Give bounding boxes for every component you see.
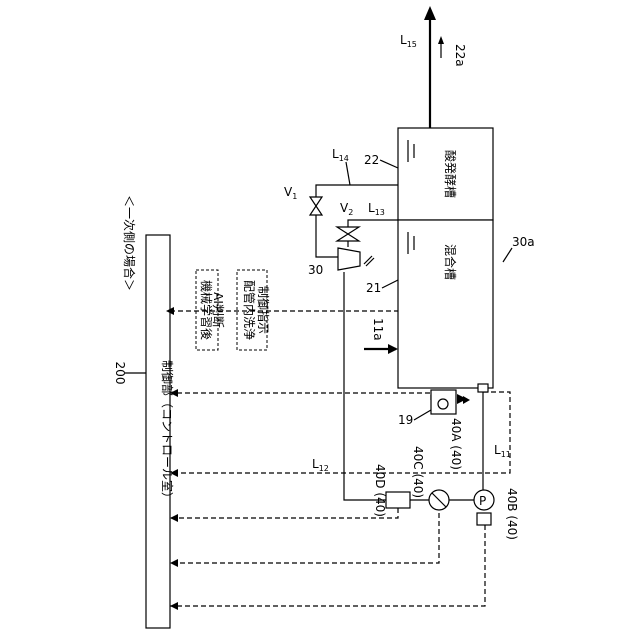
sensor-40D-label: 40D (40) <box>373 464 387 517</box>
sensor-40A-label: 40A (40) <box>449 418 463 470</box>
flow-11a-head <box>388 344 398 354</box>
valve-V1-label: V1 <box>284 185 297 201</box>
tank-group-mark <box>503 248 512 262</box>
valve-V2-label: V2 <box>340 201 353 217</box>
line-L14-leader <box>346 162 350 185</box>
sensor-40B-icon <box>477 513 491 525</box>
signal-line-40B <box>170 525 485 606</box>
tank-fermentation-label: 酸発酵槽 <box>443 150 458 198</box>
valve-V2-icon <box>337 227 359 241</box>
line-L13 <box>348 220 398 247</box>
compressor-ref: 30 <box>308 263 323 277</box>
flow-11a-label: 11a <box>371 318 385 341</box>
camera-ref: 19 <box>398 413 413 427</box>
sensor-40D-box <box>386 492 410 508</box>
line-L15-label: L15 <box>400 33 417 49</box>
flow-22a-head <box>438 36 444 44</box>
sensor-40B-label: 40B (40) <box>505 488 519 540</box>
compressor-icon <box>338 248 360 270</box>
line-L14-label: L14 <box>332 147 349 163</box>
instruction-ai-line2: AI判断 <box>211 292 226 328</box>
sensor-40C-label: 40C (40) <box>411 446 425 498</box>
line-L15-arrow <box>424 6 436 20</box>
instruction-clean-line1: 配管内洗浄 <box>242 280 257 340</box>
signal-line-40D <box>170 508 398 518</box>
compressor-mark-b <box>366 258 374 266</box>
sensor-40A-arrow-b <box>463 396 470 404</box>
signal-arrow-40B <box>170 602 178 610</box>
signal-line-camera <box>170 393 431 400</box>
valve-V1-icon <box>310 197 322 215</box>
instruction-clean-line2: 制御指示 <box>256 286 271 334</box>
compressor-mark-a <box>364 256 372 264</box>
signal-arrow-40D <box>170 514 178 522</box>
camera-leader <box>414 410 431 420</box>
tank-group-ref: 30a <box>512 235 535 249</box>
diagram-title: ＜一次側の場合＞ <box>122 195 137 291</box>
signal-arrow-40C <box>170 559 178 567</box>
tank-mixing-label: 混合槽 <box>443 244 458 280</box>
tank-fermentation-ref: 22 <box>364 153 379 167</box>
line-L11-label: L11 <box>494 443 511 459</box>
tank-22-leader <box>380 160 398 168</box>
controller-label: 制御部（コントロール室） <box>160 360 175 504</box>
line-L13-label: L13 <box>368 201 385 217</box>
camera-lens <box>438 399 448 409</box>
tank-outlet-sensor <box>478 384 488 392</box>
pump-symbol: P <box>479 494 486 508</box>
tank-mixing-ref: 21 <box>366 281 381 295</box>
flow-22a-label: 22a <box>453 44 467 67</box>
tank-21-leader <box>382 280 398 288</box>
controller-ref: 200 <box>113 362 127 385</box>
line-L12-label: L12 <box>312 457 329 473</box>
line-L14 <box>316 185 398 257</box>
signal-line-40C <box>170 513 439 563</box>
